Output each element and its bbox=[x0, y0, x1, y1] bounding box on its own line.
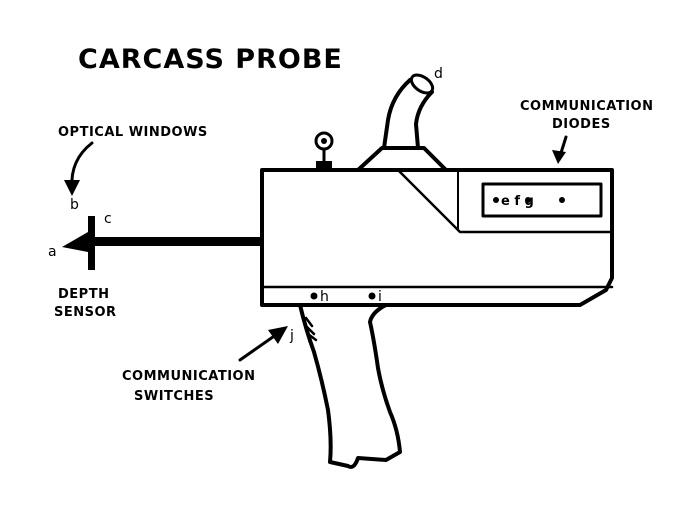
adjustment-knob bbox=[314, 131, 334, 170]
depth-sensor-label-line2: SENSOR bbox=[54, 305, 117, 320]
probe-shaft bbox=[95, 237, 263, 246]
communication-switches-label-line2: SWITCHES bbox=[134, 389, 214, 404]
communication-diodes-arrow bbox=[552, 135, 568, 164]
label-h: h bbox=[320, 289, 329, 305]
communication-switches-arrow bbox=[238, 326, 288, 362]
label-i: i bbox=[378, 289, 382, 305]
label-b: b bbox=[70, 197, 79, 213]
cable-port bbox=[356, 73, 448, 172]
communication-switches-label: COMMUNICATION bbox=[122, 369, 255, 384]
optical-windows-arrow bbox=[64, 141, 94, 196]
optical-windows-label: OPTICAL WINDOWS bbox=[58, 125, 208, 140]
switch-i bbox=[368, 292, 376, 300]
depth-sensor-tip bbox=[62, 216, 95, 270]
label-d: d bbox=[434, 66, 443, 82]
diode-panel-labels: e f g bbox=[501, 194, 534, 209]
probe-body bbox=[260, 168, 614, 307]
label-c: c bbox=[104, 211, 112, 227]
diode-panel: e f g bbox=[481, 182, 603, 218]
label-a: a bbox=[48, 244, 57, 260]
diagram-title: CARCASS PROBE bbox=[78, 44, 343, 75]
label-j: j bbox=[289, 328, 294, 344]
depth-sensor-label: DEPTH bbox=[58, 287, 109, 302]
switch-h bbox=[310, 292, 318, 300]
communication-diodes-label-line2: DIODES bbox=[552, 117, 611, 132]
communication-diodes-label: COMMUNICATION bbox=[520, 99, 653, 114]
pistol-grip bbox=[298, 303, 402, 469]
